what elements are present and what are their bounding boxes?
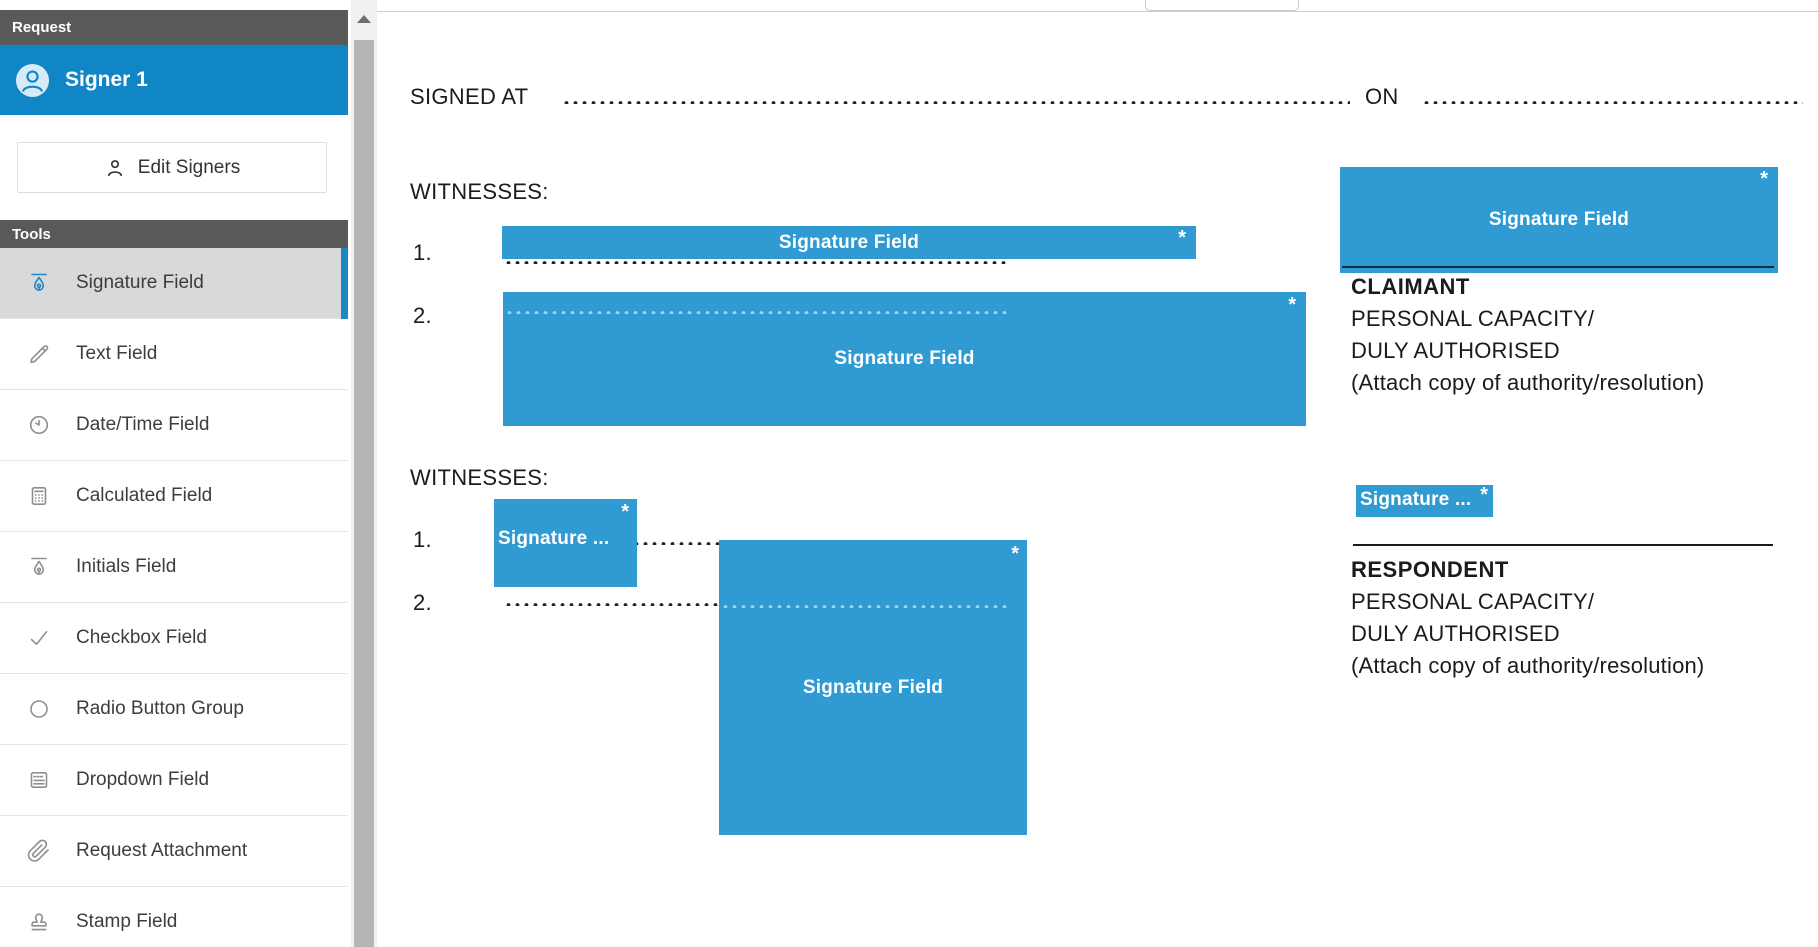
dotted-line: [721, 602, 1009, 608]
edit-signers-label: Edit Signers: [137, 156, 241, 178]
dotted-line: [1422, 98, 1803, 104]
signature-field-label: Signature Field: [1488, 209, 1630, 230]
tool-label: Checkbox Field: [76, 627, 207, 648]
dotted-line: [632, 539, 720, 545]
toolbar-divider: [377, 11, 1818, 12]
sidebar: Request Signer 1 Edit Signers Tools: [0, 0, 348, 947]
circle-icon: [30, 700, 48, 718]
pen-nib-icon: [31, 273, 47, 291]
signature-field-label: Signature ...: [1360, 489, 1472, 510]
signed-at-label: SIGNED AT: [410, 84, 529, 109]
signature-field-overlay[interactable]: Signature Field *: [1340, 167, 1778, 273]
signature-field-label: Signature Field: [802, 676, 944, 698]
signature-line: [1342, 266, 1774, 268]
dotted-line: [504, 258, 1010, 264]
signature-field-overlay[interactable]: Signature Field *: [719, 540, 1027, 835]
signer-avatar-icon: [15, 63, 50, 97]
respondent-line: (Attach copy of authority/resolution): [1351, 653, 1705, 678]
tool-label: Calculated Field: [76, 485, 213, 506]
clock-icon: [29, 415, 49, 435]
tool-item-dropdown-field[interactable]: Dropdown Field: [0, 745, 348, 816]
tool-label: Radio Button Group: [76, 698, 244, 719]
pencil-icon: [30, 345, 49, 363]
signature-field-label: Signature ...: [498, 528, 610, 549]
pen-nib-icon: [31, 557, 47, 575]
triangle-up-icon: [357, 15, 371, 23]
tool-item-initials-field[interactable]: Initials Field: [0, 532, 348, 603]
signer-item[interactable]: Signer 1: [0, 45, 348, 115]
witness-number: 1.: [413, 527, 432, 552]
tool-label: Date/Time Field: [76, 414, 210, 435]
claimant-block: CLAIMANT PERSONAL CAPACITY/ DULY AUTHORI…: [1351, 271, 1704, 399]
calculator-icon: [31, 486, 47, 505]
tool-label: Request Attachment: [76, 840, 248, 861]
claimant-line: (Attach copy of authority/resolution): [1351, 370, 1705, 395]
tool-item-calculated-field[interactable]: Calculated Field: [0, 461, 348, 532]
tool-item-signature-field[interactable]: Signature Field: [0, 248, 348, 319]
signature-field-overlay[interactable]: Signature Field *: [503, 292, 1306, 426]
claimant-line: DULY AUTHORISED: [1351, 338, 1560, 363]
stamp-icon: [31, 913, 47, 931]
document-canvas: SIGNED AT ON WITNESSES: 1. 2. Signature …: [377, 0, 1818, 947]
witnesses-heading-top: WITNESSES:: [410, 179, 549, 204]
signature-field-label: Signature Field: [778, 231, 920, 253]
tools-section-label: Tools: [12, 225, 51, 243]
toolbar-button-fragment[interactable]: [1145, 0, 1299, 11]
tools-section-header: Tools: [0, 220, 348, 248]
witness-number: 1.: [413, 240, 432, 265]
request-section-label: Request: [12, 19, 72, 36]
scrollbar-thumb[interactable]: [354, 40, 374, 947]
signature-field-overlay[interactable]: Signature ... *: [1356, 485, 1493, 517]
signature-field-overlay[interactable]: Signature ... *: [494, 499, 637, 587]
edit-signers-button[interactable]: Edit Signers: [17, 142, 327, 193]
signature-field-label: Signature Field: [834, 348, 975, 369]
required-asterisk: *: [621, 501, 629, 523]
required-asterisk: *: [1178, 227, 1186, 249]
claimant-title: CLAIMANT: [1351, 274, 1470, 299]
required-asterisk: *: [1480, 484, 1488, 506]
tool-list: Signature Field Text Field Date/Time Fie…: [0, 248, 348, 947]
tool-item-stamp-field[interactable]: Stamp Field: [0, 887, 348, 947]
signature-field-overlay[interactable]: Signature Field *: [502, 226, 1196, 259]
dropdown-icon: [30, 772, 48, 788]
signer-label: Signer 1: [65, 68, 148, 91]
witness-number: 2.: [413, 590, 432, 615]
tool-label: Stamp Field: [76, 911, 178, 932]
required-asterisk: *: [1288, 294, 1296, 316]
respondent-line: PERSONAL CAPACITY/: [1351, 589, 1595, 614]
tool-item-radio-button-group[interactable]: Radio Button Group: [0, 674, 348, 745]
signature-line: [1353, 544, 1773, 546]
tool-item-checkbox-field[interactable]: Checkbox Field: [0, 603, 348, 674]
required-asterisk: *: [1011, 543, 1019, 565]
request-section-header: Request: [0, 10, 348, 45]
tool-label: Dropdown Field: [76, 769, 210, 790]
claimant-line: PERSONAL CAPACITY/: [1351, 306, 1595, 331]
witness-number: 2.: [413, 303, 432, 328]
tool-label: Text Field: [76, 343, 158, 364]
on-label: ON: [1365, 84, 1399, 109]
respondent-block: RESPONDENT PERSONAL CAPACITY/ DULY AUTHO…: [1351, 554, 1704, 682]
paperclip-icon: [27, 839, 49, 862]
respondent-title: RESPONDENT: [1351, 557, 1509, 582]
tool-item-text-field[interactable]: Text Field: [0, 319, 348, 390]
tool-item-datetime-field[interactable]: Date/Time Field: [0, 390, 348, 461]
checkmark-icon: [30, 631, 48, 646]
respondent-line: DULY AUTHORISED: [1351, 621, 1560, 646]
person-icon: [107, 159, 122, 176]
dotted-line: [562, 98, 1350, 104]
tool-label: Signature Field: [76, 272, 204, 293]
witnesses-heading-bottom: WITNESSES:: [410, 465, 549, 490]
tool-item-request-attachment[interactable]: Request Attachment: [0, 816, 348, 887]
tool-label: Initials Field: [76, 556, 177, 577]
sidebar-scrollbar[interactable]: [351, 0, 377, 947]
required-asterisk: *: [1760, 168, 1768, 190]
dotted-line: [505, 308, 1010, 314]
scroll-up-button[interactable]: [351, 0, 377, 38]
dotted-line: [504, 600, 721, 606]
